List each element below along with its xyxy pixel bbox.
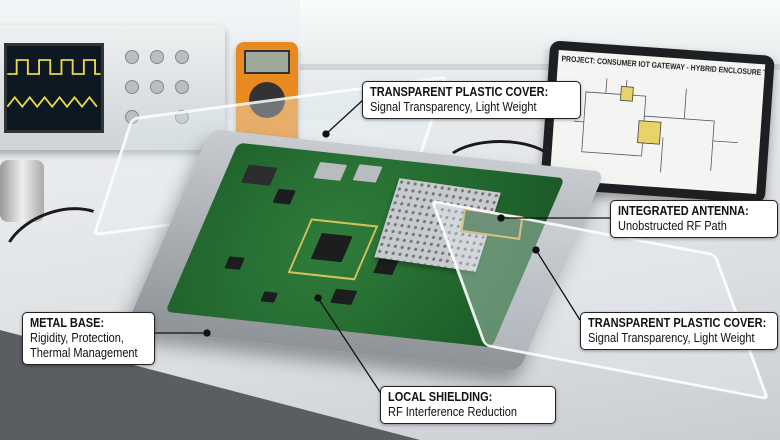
knob xyxy=(175,50,189,64)
knob xyxy=(125,80,139,94)
knob xyxy=(125,110,139,124)
callout-metal-base: METAL BASE: Rigidity, Protection, Therma… xyxy=(22,312,155,365)
callout-integrated-antenna: INTEGRATED ANTENNA: Unobstructed RF Path xyxy=(610,200,778,238)
tablet: PROJECT: CONSUMER IOT GATEWAY - HYBRID E… xyxy=(540,40,775,204)
callout-title: METAL BASE: xyxy=(30,316,105,330)
callout-description: RF Interference Reduction xyxy=(388,405,518,419)
callout-transparent-cover-top: TRANSPARENT PLASTIC COVER: Signal Transp… xyxy=(362,81,581,119)
knob xyxy=(150,80,164,94)
callout-description: Signal Transparency, Light Weight xyxy=(370,100,537,114)
cable xyxy=(440,140,560,200)
oscilloscope xyxy=(0,25,225,150)
callout-description: Unobstructed RF Path xyxy=(618,219,727,233)
callout-title: LOCAL SHIELDING: xyxy=(388,390,493,404)
callout-description-line2: Thermal Management xyxy=(30,346,138,360)
knob xyxy=(175,110,189,124)
multimeter-dial xyxy=(249,82,285,118)
tablet-screen: PROJECT: CONSUMER IOT GATEWAY - HYBRID E… xyxy=(549,49,766,195)
knob xyxy=(125,50,139,64)
oscilloscope-screen xyxy=(4,43,104,133)
callout-title: INTEGRATED ANTENNA: xyxy=(618,204,749,218)
callout-local-shielding: LOCAL SHIELDING: RF Interference Reducti… xyxy=(380,386,556,424)
callout-title: TRANSPARENT PLASTIC COVER: xyxy=(588,316,767,330)
knob xyxy=(175,80,189,94)
callout-description: Signal Transparency, Light Weight xyxy=(588,331,755,345)
multimeter-display xyxy=(244,50,290,74)
multimeter xyxy=(236,42,298,147)
solder-spool xyxy=(0,160,44,222)
callout-title: TRANSPARENT PLASTIC COVER: xyxy=(370,85,549,99)
callout-description-line1: Rigidity, Protection, xyxy=(30,331,124,345)
callout-transparent-cover-right: TRANSPARENT PLASTIC COVER: Signal Transp… xyxy=(580,312,778,350)
schematic-diagram xyxy=(573,78,738,173)
knob xyxy=(150,50,164,64)
